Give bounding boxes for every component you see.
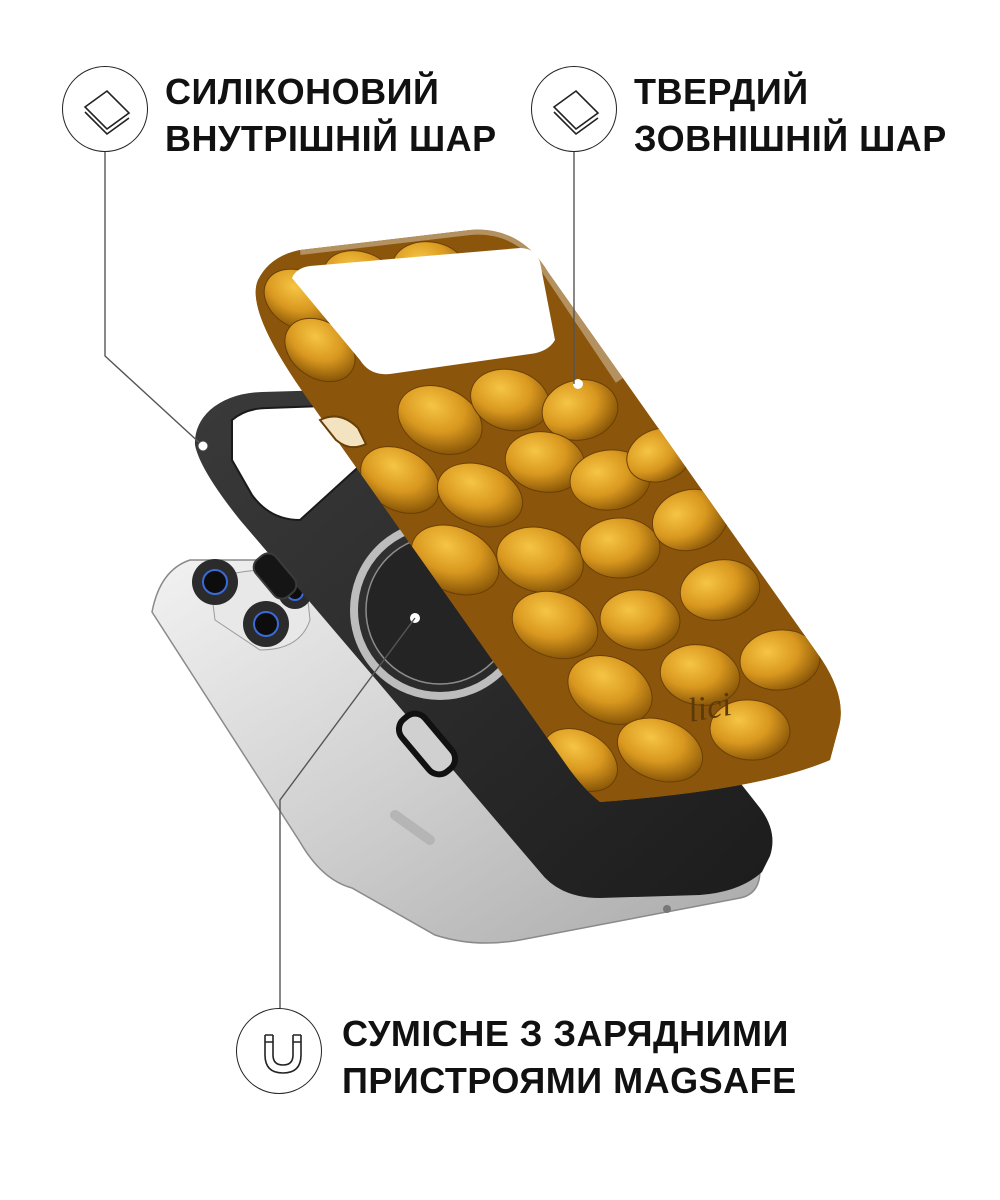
callout-lines [104,152,575,1008]
feature-inner-layer-title: СИЛІКОНОВИЙ ВНУТРІШНІЙ ШАР [165,68,497,162]
feature-outer-layer-line1: ТВЕРДИЙ [634,71,809,112]
feature-inner-layer-line1: СИЛІКОНОВИЙ [165,71,440,112]
magnet-icon [236,1008,322,1094]
callout-dots [197,440,209,452]
camera-lens-2 [243,601,289,647]
callout-line-magsafe [279,617,416,1008]
camera-lens-1 [192,559,238,605]
feature-magsafe-line2: ПРИСТРОЯМИ MAGSAFE [342,1060,797,1101]
feature-inner-layer-line2: ВНУТРІШНІЙ ШАР [165,118,497,159]
feature-magsafe-line1: СУМІСНЕ З ЗАРЯДНИМИ [342,1013,789,1054]
brand-signature-mark: lici [685,686,734,730]
feature-outer-layer-title: ТВЕРДИЙ ЗОВНІШНІЙ ШАР [634,68,947,162]
layers-icon [62,66,148,152]
callout-line-inner [104,152,204,447]
feature-outer-layer-line2: ЗОВНІШНІЙ ШАР [634,118,947,159]
feature-magsafe-title: СУМІСНЕ З ЗАРЯДНИМИ ПРИСТРОЯМИ MAGSAFE [342,1010,797,1104]
layers-icon [531,66,617,152]
